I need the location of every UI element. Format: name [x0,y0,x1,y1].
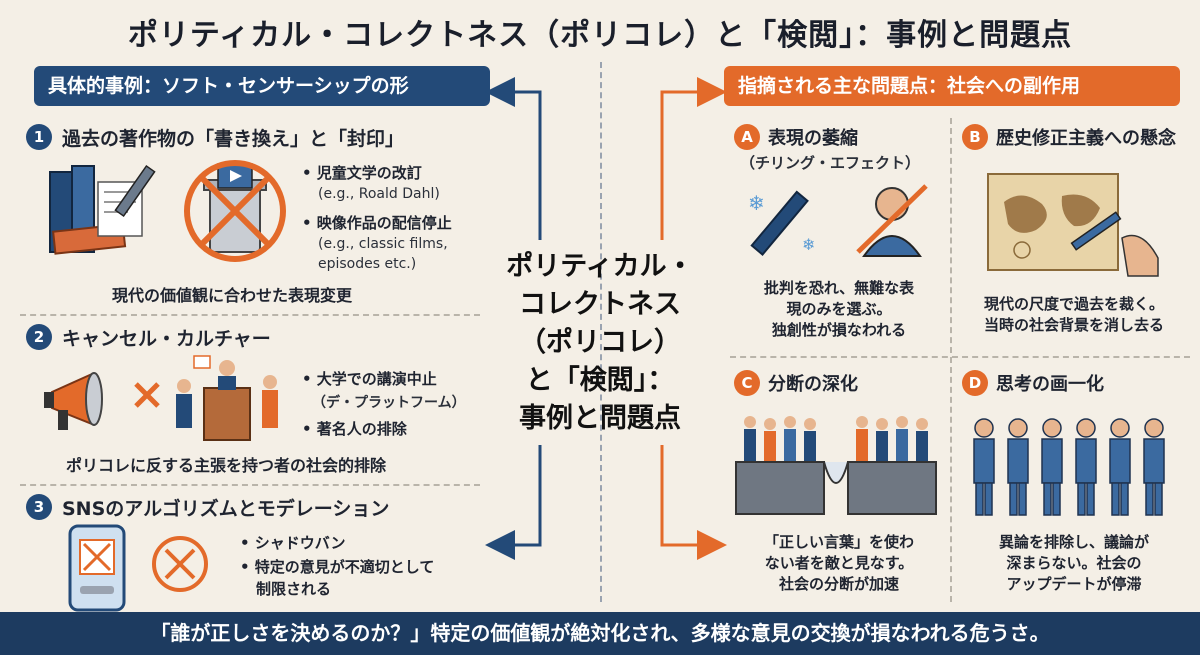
example-2-bullet-2: • 著名人の排除 [302,420,407,438]
problem-a-letter: A [734,124,760,150]
problem-d-description: 異論を排除し、議論が 深まらない。社会の アップデートが停滞 [956,532,1192,595]
center-heading: ポリティカル・ コレクトネス （ポリコレ） と「検閲」： 事例と問題点 [478,248,722,438]
center-divider [600,62,602,602]
example-1-sub-1: (e.g., Roald Dahl) [318,186,440,202]
grid-horizontal-divider [730,356,1190,358]
problem-d-line-3: アップデートが停滞 [1006,575,1142,593]
example-1-title: 過去の著作物の「書き換え」と「封印」 [62,128,405,150]
problem-c-line-3: 社会の分断が加速 [778,575,899,593]
example-1-sub-2b: episodes etc.) [318,256,417,272]
problem-b-letter: B [962,124,988,150]
example-3-bullet-1: • シャドウバン [240,534,346,552]
archive-ban-icon [184,160,286,262]
page-title: ポリティカル・コレクトネス（ポリコレ）と「検閲」：事例と問題点 [127,18,1073,53]
problem-a-line-3: 独創性が損なわれる [771,321,907,339]
problem-c-letter: C [734,370,760,396]
problem-c-line-1: 「正しい言葉」を使わ [763,533,914,551]
arrow-to-problems-bottom [660,445,727,560]
example-1-bullet-1: • 児童文学の改訂 [302,164,422,182]
problem-a-line-1: 批判を恐れ、無難な表 [763,279,915,297]
arrow-to-examples-top [485,77,542,240]
arrow-to-problems-top [660,77,727,240]
divider-1 [20,314,480,316]
megaphone-icon [44,372,103,430]
divided-groups-icon [735,416,937,515]
example-3-title: SNSのアルゴリズムとモデレーション [62,498,390,520]
map-pen-icon [987,173,1159,277]
books-pen-icon [49,164,156,255]
bottom-summary-bar: 「誰が正しさを決めるのか？」特定の価値観が絶対化され、多様な意見の交換が損なわれ… [0,612,1200,655]
problem-c-line-2: ない者を敵と見なす。 [764,554,914,572]
problem-a-subtitle: （チリング・エフェクト） [740,154,921,172]
problem-b-description: 現代の尺度で過去を裁く。 当時の社会背景を消し去る [956,294,1192,336]
example-3-bullet-2b: 制限される [256,580,332,598]
problem-a-title: 表現の萎縮 [768,128,858,149]
example-3-bullet-2a: • 特定の意見が不適切として [240,558,435,576]
uniform-crowd-icon [973,418,1165,516]
example-1-sub-2a: (e.g., classic films, [318,236,448,252]
problem-b-title: 歴史修正主義への懸念 [996,128,1176,149]
problem-c-description: 「正しい言葉」を使わ ない者を敵と見なす。 社会の分断が加速 [736,532,942,595]
example-2-sub-1: （デ・プラットフーム） [312,395,466,411]
smartphone-ban-icon [68,524,126,612]
example-1-bullet-2: • 映像作品の配信停止 [302,214,452,232]
problem-d-line-1: 異論を排除し、議論が [998,533,1149,551]
problems-header: 指摘される主な問題点：社会への副作用 [724,66,1180,106]
frozen-pen-icon: ❄ ❄ [748,190,815,256]
problem-d-letter: D [962,370,988,396]
center-line-2: コレクトネス [519,289,681,320]
center-line-1: ポリティカル・ [506,251,694,282]
problem-a-line-2: 現のみを選ぶ。 [786,300,892,318]
silenced-person-icon [856,184,928,257]
example-2-number: 2 [26,324,52,350]
problem-b-line-1: 現代の尺度で過去を裁く。 [983,295,1164,313]
prohibited-icon [152,536,208,592]
example-2-bullet-1: • 大学での講演中止 [302,370,437,388]
arrow-to-examples-bottom [485,445,542,560]
grid-vertical-divider [950,118,952,602]
problem-b-line-2: 当時の社会背景を消し去る [983,316,1164,334]
center-line-5: 事例と問題点 [519,403,681,434]
example-2-title: キャンセル・カルチャー [62,328,271,350]
protest-podium-icon [176,355,278,441]
problem-a-description: 批判を恐れ、無難な表 現のみを選ぶ。 独創性が損なわれる [736,278,942,341]
problem-d-line-2: 深まらない。社会の [1006,554,1142,572]
center-line-4: と「検閲」： [525,365,675,396]
example-1-caption: 現代の価値観に合わせた表現変更 [112,286,353,305]
example-1-number: 1 [26,124,52,150]
svg-text:❄: ❄ [802,235,815,254]
examples-header: 具体的事例：ソフト・センサーシップの形 [34,66,490,106]
example-3-number: 3 [26,494,52,520]
cross-mark-icon [134,382,160,408]
divider-2 [20,484,480,486]
svg-text:❄: ❄ [748,191,765,215]
center-line-3: （ポリコレ） [519,327,681,358]
problem-d-title: 思考の画一化 [996,374,1104,395]
problem-c-title: 分断の深化 [768,374,858,395]
example-2-caption: ポリコレに反する主張を持つ者の社会的排除 [66,456,387,475]
